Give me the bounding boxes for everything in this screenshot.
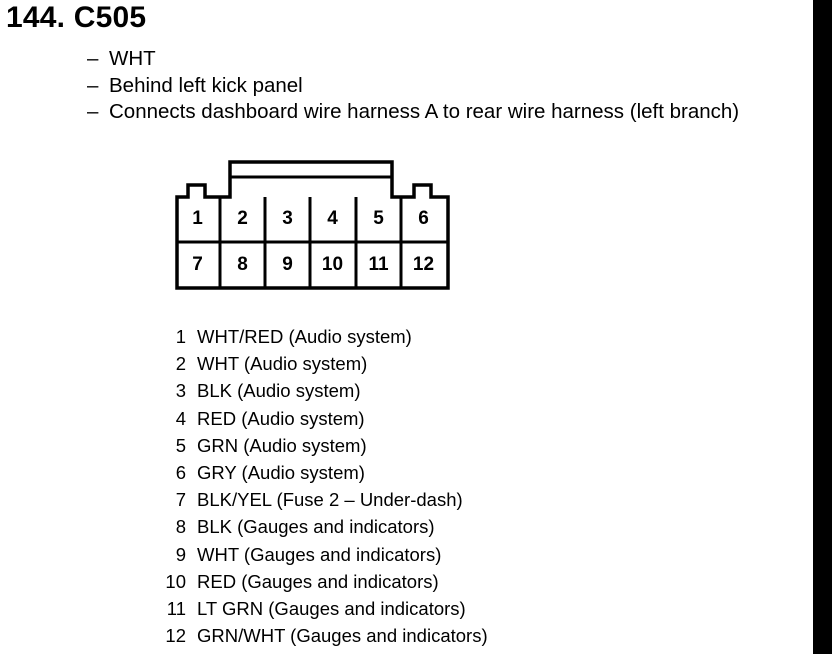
pin-description: LT GRN (Gauges and indicators) xyxy=(197,597,466,619)
pin-row: 8 BLK (Gauges and indicators) xyxy=(162,513,488,540)
connector-pin-1: 1 xyxy=(192,208,203,229)
pin-number: 9 xyxy=(175,543,186,565)
pin-description-list: 1 WHT/RED (Audio system) 2 WHT (Audio syst… xyxy=(162,323,488,649)
pin-number: 2 xyxy=(175,353,186,375)
pin-description: RED (Audio system) xyxy=(197,407,365,429)
connector-pin-5: 5 xyxy=(373,208,384,229)
pin-description: GRN/WHT (Gauges and indicators) xyxy=(197,625,488,647)
connector-pin-12: 12 xyxy=(412,254,435,275)
connector-pin-4: 4 xyxy=(327,208,338,229)
pin-description: GRY (Audio system) xyxy=(197,461,365,483)
connector-pin-9: 9 xyxy=(282,254,293,275)
connector-title: 144. C505 xyxy=(6,1,147,34)
connector-pin-10: 10 xyxy=(321,254,344,275)
pin-description: WHT (Gauges and indicators) xyxy=(197,543,442,565)
connector-pin-11: 11 xyxy=(368,254,389,275)
pin-number: 5 xyxy=(175,434,186,456)
pin-row: 10 RED (Gauges and indicators) xyxy=(162,568,488,595)
info-dash: – xyxy=(87,73,99,97)
pin-row: 4 RED (Audio system) xyxy=(162,405,488,432)
connector-diagram: 1 2 3 4 5 6 7 8 9 10 11 12 xyxy=(0,0,480,300)
pin-number: 12 xyxy=(165,625,186,647)
connector-pin-8: 8 xyxy=(237,254,248,275)
pin-number: 3 xyxy=(175,380,186,402)
connector-pin-6: 6 xyxy=(418,208,429,229)
pin-row: 6 GRY (Audio system) xyxy=(162,459,488,486)
connector-pin-2: 2 xyxy=(237,208,248,229)
pin-description: BLK (Gauges and indicators) xyxy=(197,516,435,538)
pin-row: 5 GRN (Audio system) xyxy=(162,432,488,459)
pin-number: 8 xyxy=(175,516,186,538)
pin-row: 9 WHT (Gauges and indicators) xyxy=(162,541,488,568)
pin-row: 1 WHT/RED (Audio system) xyxy=(162,323,488,350)
pin-row: 3 BLK (Audio system) xyxy=(162,377,488,404)
info-item-connects: –Connects dashboard wire harness A to re… xyxy=(87,99,739,126)
pin-description: WHT/RED (Audio system) xyxy=(197,326,412,347)
connector-info-list: –WHT –Behind left kick panel –Connects d… xyxy=(87,46,739,126)
pin-row: 12 GRN/WHT (Gauges and indicators) xyxy=(162,622,488,649)
connector-pin-3: 3 xyxy=(282,208,293,229)
info-text: Behind left kick panel xyxy=(109,73,303,97)
pin-number: 7 xyxy=(175,489,186,511)
pin-row: 11 LT GRN (Gauges and indicators) xyxy=(162,595,488,622)
connector-outline xyxy=(175,160,450,290)
pin-number: 10 xyxy=(165,570,186,592)
info-dash: – xyxy=(87,47,99,70)
right-edge-bar xyxy=(813,0,832,654)
pin-row: 7 BLK/YEL (Fuse 2 – Under-dash) xyxy=(162,486,488,513)
info-text: Connects dashboard wire harness A to rea… xyxy=(109,100,740,123)
pin-number: 1 xyxy=(175,326,186,347)
pin-description: BLK (Audio system) xyxy=(197,380,361,402)
pin-description: WHT (Audio system) xyxy=(197,353,368,375)
info-item-location: –Behind left kick panel xyxy=(87,73,739,100)
pin-number: 4 xyxy=(175,407,186,429)
pin-row: 2 WHT (Audio system) xyxy=(162,350,488,377)
info-dash: – xyxy=(87,100,99,123)
connector-column-dividers xyxy=(218,197,403,288)
pin-description: RED (Gauges and indicators) xyxy=(197,570,439,592)
info-item-color: –WHT xyxy=(87,46,739,73)
pin-number: 11 xyxy=(166,597,186,619)
pin-description: BLK/YEL (Fuse 2 – Under-dash) xyxy=(197,489,463,511)
connector-housing xyxy=(175,160,450,290)
pin-description: GRN (Audio system) xyxy=(197,434,367,456)
info-text: WHT xyxy=(109,47,156,70)
pin-number: 6 xyxy=(175,461,186,483)
connector-pin-7: 7 xyxy=(192,254,203,275)
